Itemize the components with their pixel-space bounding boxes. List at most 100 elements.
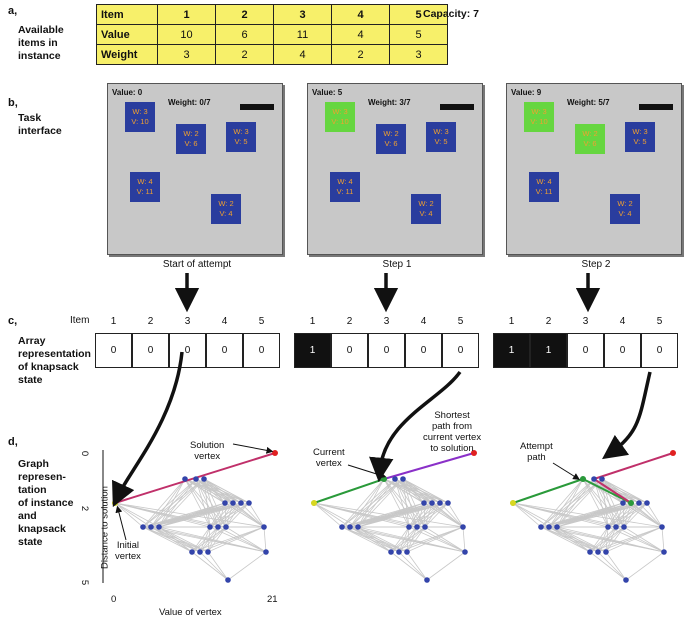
array-index: 1 bbox=[309, 316, 316, 327]
panel-label-d-line: represen- bbox=[18, 471, 66, 483]
value-readout: Value: 5 bbox=[312, 88, 343, 97]
graph-edge bbox=[217, 502, 250, 528]
attempt-path bbox=[313, 478, 385, 504]
annotation-pointer bbox=[115, 505, 127, 541]
panel-label-d-line: knapsack bbox=[18, 523, 66, 535]
panel-label-b-line: Task bbox=[18, 112, 42, 124]
graph-edge bbox=[589, 526, 609, 553]
graph-edge bbox=[207, 551, 229, 581]
items-table: Item 1 2 3 4 5 Value 10 6 11 4 5 Weight … bbox=[96, 4, 448, 65]
table-cell: 3 bbox=[389, 44, 448, 65]
table-cell: 10 bbox=[157, 24, 216, 45]
solution-vertex-note: Solution vertex bbox=[190, 440, 224, 462]
tile-value: V: 6 bbox=[583, 139, 597, 148]
tile-weight: W: 4 bbox=[137, 177, 153, 186]
graph-edge bbox=[402, 478, 410, 528]
graph-vertex bbox=[460, 524, 466, 530]
panel-label-a-line: Available bbox=[18, 24, 64, 36]
x-tick-label: 0 bbox=[111, 594, 117, 605]
graph-edge bbox=[158, 502, 250, 528]
array-index: 3 bbox=[383, 316, 390, 327]
graph-vertex bbox=[421, 500, 427, 506]
graph-edge bbox=[195, 478, 226, 504]
array-cell: 1 bbox=[530, 333, 567, 368]
graph-vertex bbox=[605, 524, 611, 530]
tile-value: V: 5 bbox=[234, 137, 248, 146]
items-table-header: Item 1 2 3 4 5 bbox=[96, 4, 448, 25]
graph-edge bbox=[313, 502, 351, 528]
solution-vertex bbox=[272, 450, 278, 456]
graph-edge bbox=[394, 478, 433, 504]
graph-edge bbox=[426, 551, 466, 581]
weight-readout: Weight: 0/7 bbox=[168, 98, 211, 107]
graph-edge bbox=[406, 526, 464, 553]
graph-edge bbox=[142, 478, 186, 528]
tile-weight: W: 3 bbox=[332, 107, 348, 116]
annotation-pointer bbox=[552, 462, 580, 480]
graph-vertex bbox=[659, 524, 665, 530]
graph-vertex bbox=[406, 524, 412, 530]
graph-edge bbox=[512, 502, 542, 528]
graph-edge bbox=[383, 478, 449, 504]
graph-edge bbox=[142, 478, 197, 528]
graph-vertex bbox=[424, 577, 430, 583]
graph-edge bbox=[597, 526, 663, 553]
graph-vertex bbox=[205, 549, 211, 555]
note-line: Initial bbox=[116, 540, 140, 551]
panel-label-c-line: state bbox=[18, 374, 43, 386]
panel-letter-d: d, bbox=[8, 436, 18, 448]
panel-label-d-line: state bbox=[18, 536, 43, 548]
value-readout: Value: 0 bbox=[112, 88, 143, 97]
shortest-path-note: Shortest path from current vertex to sol… bbox=[423, 410, 481, 454]
graph-vertex bbox=[437, 500, 443, 506]
tile-weight: W: 2 bbox=[383, 129, 399, 138]
step-caption: Step 2 bbox=[581, 259, 611, 270]
tile-value: V: 5 bbox=[434, 137, 448, 146]
graph-vertex bbox=[193, 476, 199, 482]
graph-edge bbox=[383, 478, 441, 504]
graph-edge bbox=[402, 478, 449, 504]
graph-vertex bbox=[230, 500, 236, 506]
table-cell: 3 bbox=[157, 44, 216, 65]
y-tick-label: 2 bbox=[79, 505, 91, 512]
graph-vertex bbox=[623, 577, 629, 583]
tile-weight: W: 4 bbox=[337, 177, 353, 186]
x-axis-label: Value of vertex bbox=[159, 607, 222, 618]
graph-edge bbox=[184, 478, 227, 528]
tile-weight: W: 2 bbox=[418, 199, 434, 208]
graph-vertex bbox=[197, 549, 203, 555]
visited-vertex bbox=[580, 476, 586, 482]
panel-letter-a: a, bbox=[8, 5, 18, 17]
panel-label-a-line: items in bbox=[18, 37, 58, 49]
tile-value: V: 4 bbox=[419, 209, 433, 218]
initial-vertex bbox=[311, 500, 317, 506]
note-line: path from bbox=[431, 421, 473, 432]
array-cell: 0 bbox=[604, 333, 641, 368]
graph-vertex bbox=[263, 549, 269, 555]
graph-edge bbox=[195, 478, 242, 504]
array-cell: 0 bbox=[132, 333, 169, 368]
graph-edge bbox=[158, 526, 201, 553]
graph-edge bbox=[383, 478, 418, 528]
graph-vertex bbox=[429, 500, 435, 506]
graph-vertex bbox=[591, 476, 597, 482]
table-row: Value 10 6 11 4 5 bbox=[96, 24, 448, 45]
graph-edge bbox=[383, 478, 426, 528]
graph-edge bbox=[556, 502, 648, 528]
